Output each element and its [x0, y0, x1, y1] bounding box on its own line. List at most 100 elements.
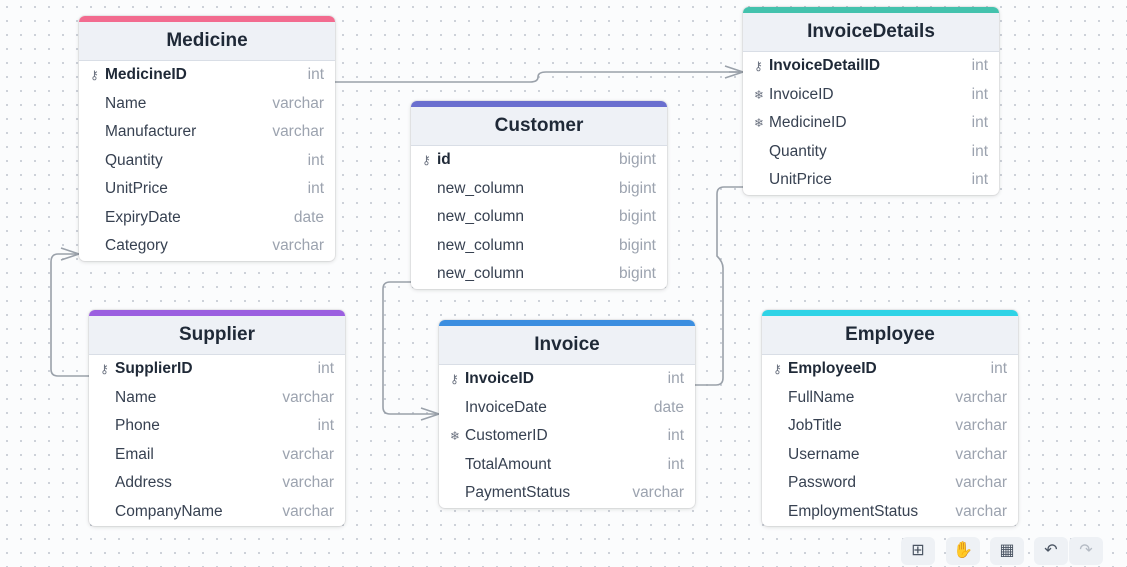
field-row[interactable]: FullName varchar: [762, 384, 1018, 413]
table-color-bar: [79, 16, 335, 22]
redo-icon: ↷: [1079, 542, 1093, 559]
field-name: InvoiceID: [769, 85, 834, 103]
field-type: int: [990, 360, 1007, 377]
field-row[interactable]: Address varchar: [89, 469, 345, 498]
field-name: Name: [115, 388, 157, 406]
field-name: Phone: [115, 417, 160, 434]
edge-customer-invoice: [382, 281, 439, 415]
key-icon: ⚷: [754, 59, 763, 73]
table-title: Medicine: [79, 22, 335, 61]
table-color-bar: [89, 310, 345, 316]
table-invoice-details[interactable]: InvoiceDetails ⚷ InvoiceDetailID int ❄ Invoi…: [743, 7, 999, 195]
field-row[interactable]: Phone int: [89, 412, 345, 441]
crowfoot-marker: [420, 407, 440, 421]
field-type: int: [667, 370, 684, 387]
field-name: id: [437, 151, 451, 168]
field-type: int: [971, 114, 988, 131]
field-name: EmploymentStatus: [788, 502, 919, 520]
field-type: varchar: [955, 388, 1007, 406]
field-name: CompanyName: [115, 502, 223, 520]
field-name: MedicineID: [769, 114, 847, 131]
table-title: Employee: [762, 316, 1018, 355]
key-icon: ⚷: [100, 362, 109, 376]
field-row[interactable]: ⚷ SupplierID int: [89, 355, 345, 384]
field-type: int: [971, 171, 988, 188]
redo-button[interactable]: ↷: [1069, 537, 1103, 565]
field-row[interactable]: CompanyName varchar: [89, 498, 345, 527]
field-name: CustomerID: [465, 427, 548, 444]
field-type: varchar: [282, 502, 334, 520]
hand-pan-icon: ✋: [953, 542, 973, 559]
table-title: Supplier: [89, 316, 345, 355]
field-type: bigint: [618, 208, 656, 225]
field-name: new_column: [437, 236, 525, 254]
fit-view-button[interactable]: ⊞: [901, 537, 935, 565]
table-title: InvoiceDetails: [743, 13, 999, 52]
undo-button[interactable]: ↶: [1034, 537, 1068, 565]
field-type: bigint: [618, 265, 656, 282]
field-type: int: [317, 360, 334, 377]
field-type: date: [293, 208, 324, 226]
hand-pan-button[interactable]: ✋: [946, 537, 980, 565]
field-type: varchar: [632, 484, 684, 501]
field-name: Address: [115, 474, 172, 491]
field-type: int: [307, 151, 324, 169]
table-color-bar: [743, 7, 999, 13]
field-type: varchar: [282, 474, 334, 491]
field-name: new_column: [437, 179, 525, 197]
snowflake-icon: ❄: [754, 87, 765, 102]
field-type: int: [971, 85, 988, 103]
field-name: FullName: [788, 388, 855, 406]
field-name: SupplierID: [115, 360, 193, 377]
field-type: int: [307, 180, 324, 197]
field-type: int: [307, 66, 324, 83]
field-row[interactable]: ❄ InvoiceID int: [743, 81, 999, 110]
field-type: int: [971, 142, 988, 160]
field-type: int: [317, 417, 334, 434]
edge-supplier-medicine: [50, 253, 89, 377]
auto-layout-button[interactable]: ▦: [990, 537, 1024, 565]
key-icon: ⚷: [90, 68, 99, 82]
field-type: varchar: [282, 445, 334, 463]
field-name: InvoiceDate: [465, 398, 547, 416]
crowfoot-marker: [724, 65, 744, 79]
field-name: InvoiceDetailID: [769, 57, 881, 74]
